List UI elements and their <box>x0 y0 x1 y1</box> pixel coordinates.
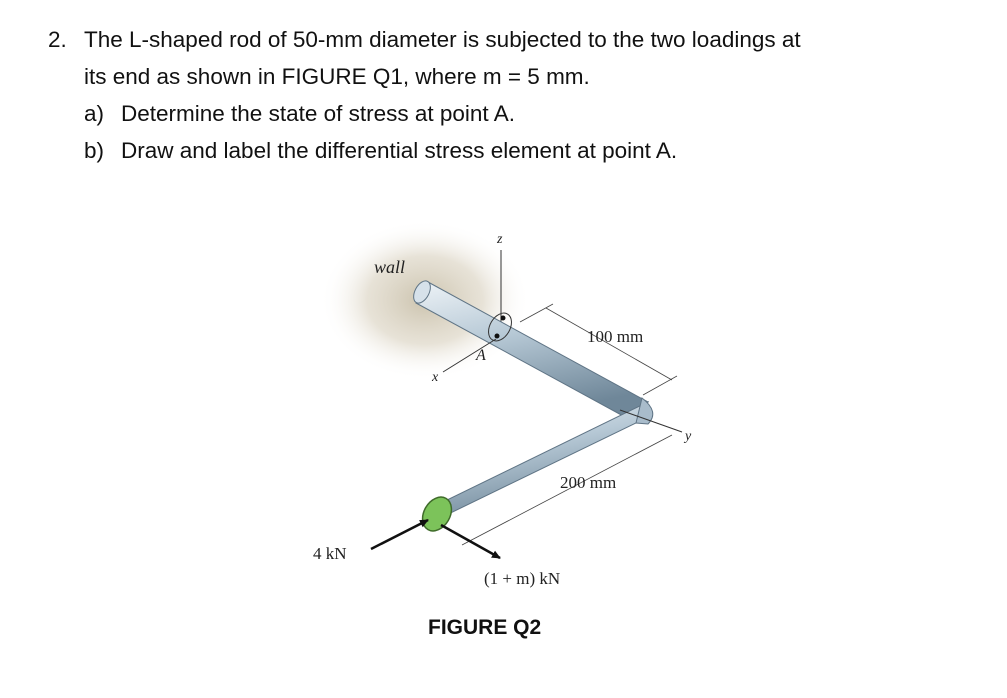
wall-label: wall <box>374 257 405 277</box>
x-axis-label: x <box>431 370 439 385</box>
load-1m-label: (1 + m) kN <box>484 569 560 588</box>
dim-200-label: 200 mm <box>560 473 616 492</box>
part-a-text: Determine the state of stress at point A… <box>121 101 515 126</box>
rod-wall-end <box>413 280 431 304</box>
point-a-dot <box>494 333 500 339</box>
section-at-a <box>488 312 512 342</box>
part-b-text: Draw and label the differential stress e… <box>121 138 678 163</box>
dim-100-ext-bottom <box>642 375 678 396</box>
part-b-marker: b) <box>84 138 105 163</box>
x-axis <box>442 338 497 373</box>
dim-100-label: 100 mm <box>587 327 643 346</box>
y-axis-label: y <box>683 429 692 444</box>
dim-200-line <box>461 434 673 546</box>
dim-100-line <box>545 307 673 381</box>
figure-caption: FIGURE Q2 <box>428 616 542 639</box>
point-a-dot-top <box>500 315 506 321</box>
load-4kn-arrow <box>370 518 429 551</box>
rod-free-end <box>421 496 453 532</box>
z-axis-label: z <box>496 232 503 247</box>
load-1m-arrow <box>440 523 501 560</box>
question-line-1: The L-shaped rod of 50-mm diameter is su… <box>84 27 801 52</box>
point-a-label: A <box>475 347 486 364</box>
question-number: 2. <box>48 27 67 52</box>
y-axis <box>619 409 683 433</box>
load-4kn-label: 4 kN <box>313 544 347 563</box>
dim-100-ext-top <box>519 303 554 323</box>
rod-segment-lower <box>432 400 650 523</box>
part-a-marker: a) <box>84 101 105 126</box>
question-line-2: its end as shown in FIGURE Q1, where m =… <box>84 64 590 89</box>
